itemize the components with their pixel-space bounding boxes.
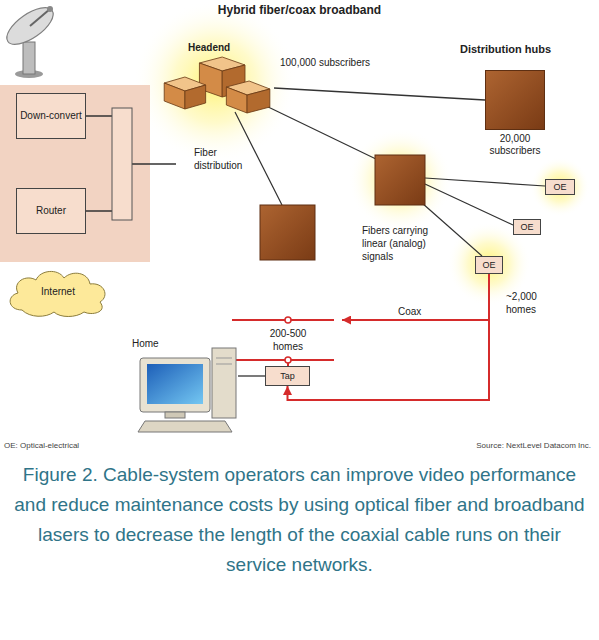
tap-point [285,317,291,323]
home-computer [138,348,236,432]
building-face [247,89,270,113]
line-label: Coax [398,305,438,318]
node-text-holder: Router [36,205,66,217]
count-label: 200-500 homes [258,327,318,353]
node-text-holder: Tap [280,371,295,382]
headend-panel [0,85,150,262]
glow [530,157,590,217]
figure-caption: Figure 2. Cable-system operators can imp… [14,460,585,580]
place-label: Home [132,337,182,350]
internet-cloud: Internet [4,266,112,318]
drop-cable [238,375,265,376]
headend-building: Headend [158,42,274,114]
combiner-box [112,108,132,220]
hub-square [485,70,545,130]
node-text-holder: OE [520,222,533,233]
tap-point [285,357,291,363]
building-face [226,87,247,113]
node-text: Headend [188,42,274,54]
node-text: Tap [280,371,295,382]
node-text: Internet [41,286,75,298]
node-text: Router [36,205,66,217]
building-face [185,85,206,109]
node-text-holder: OE [482,260,495,271]
node-text-holder: Internet [41,286,75,298]
diagram-title: Hybrid fiber/coax broadband [0,3,599,17]
node-text-holder: Headend [158,42,274,54]
coax-arrow [342,319,489,321]
process-box: Down-convert [16,93,86,139]
node-text: OE [553,182,566,193]
subscriber-count: 100,000 subscribers [280,56,392,69]
node-text-holder: Down-convert [20,110,82,122]
glow [133,0,297,164]
node-text-holder: OE [553,182,566,193]
cloud-shape [10,271,105,316]
node-text: OE [482,260,495,271]
node-text-holder: 20,000 subscribers [485,133,545,157]
count-label: ~2,000 homes [506,290,558,316]
node-text: 20,000 subscribers [485,133,545,157]
process-box: Router [16,188,86,234]
abbreviation-note: OE: Optical-electrical [4,441,204,451]
satellite-dish [1,1,59,78]
coax-line [232,320,334,366]
group-label: Distribution hubs [460,43,594,56]
tap-box: Tap [265,366,310,386]
fiber-link [274,88,485,100]
node-text: Down-convert [20,110,82,122]
oe-box: OE [545,179,575,195]
source-note: Source: NextLevel Datacom Inc. [395,441,591,451]
node-text: OE [520,222,533,233]
line-label: Fiber distribution [194,146,248,172]
building-face [164,83,185,109]
distribution-hub [375,155,425,205]
distribution-hub: 20,000 subscribers [485,70,545,157]
oe-box: OE [475,256,503,274]
line-label: Fibers carrying linear (analog) signals [362,224,448,263]
distribution-hub [260,205,315,260]
oe-box: OE [513,219,541,235]
coax-link [288,274,490,400]
